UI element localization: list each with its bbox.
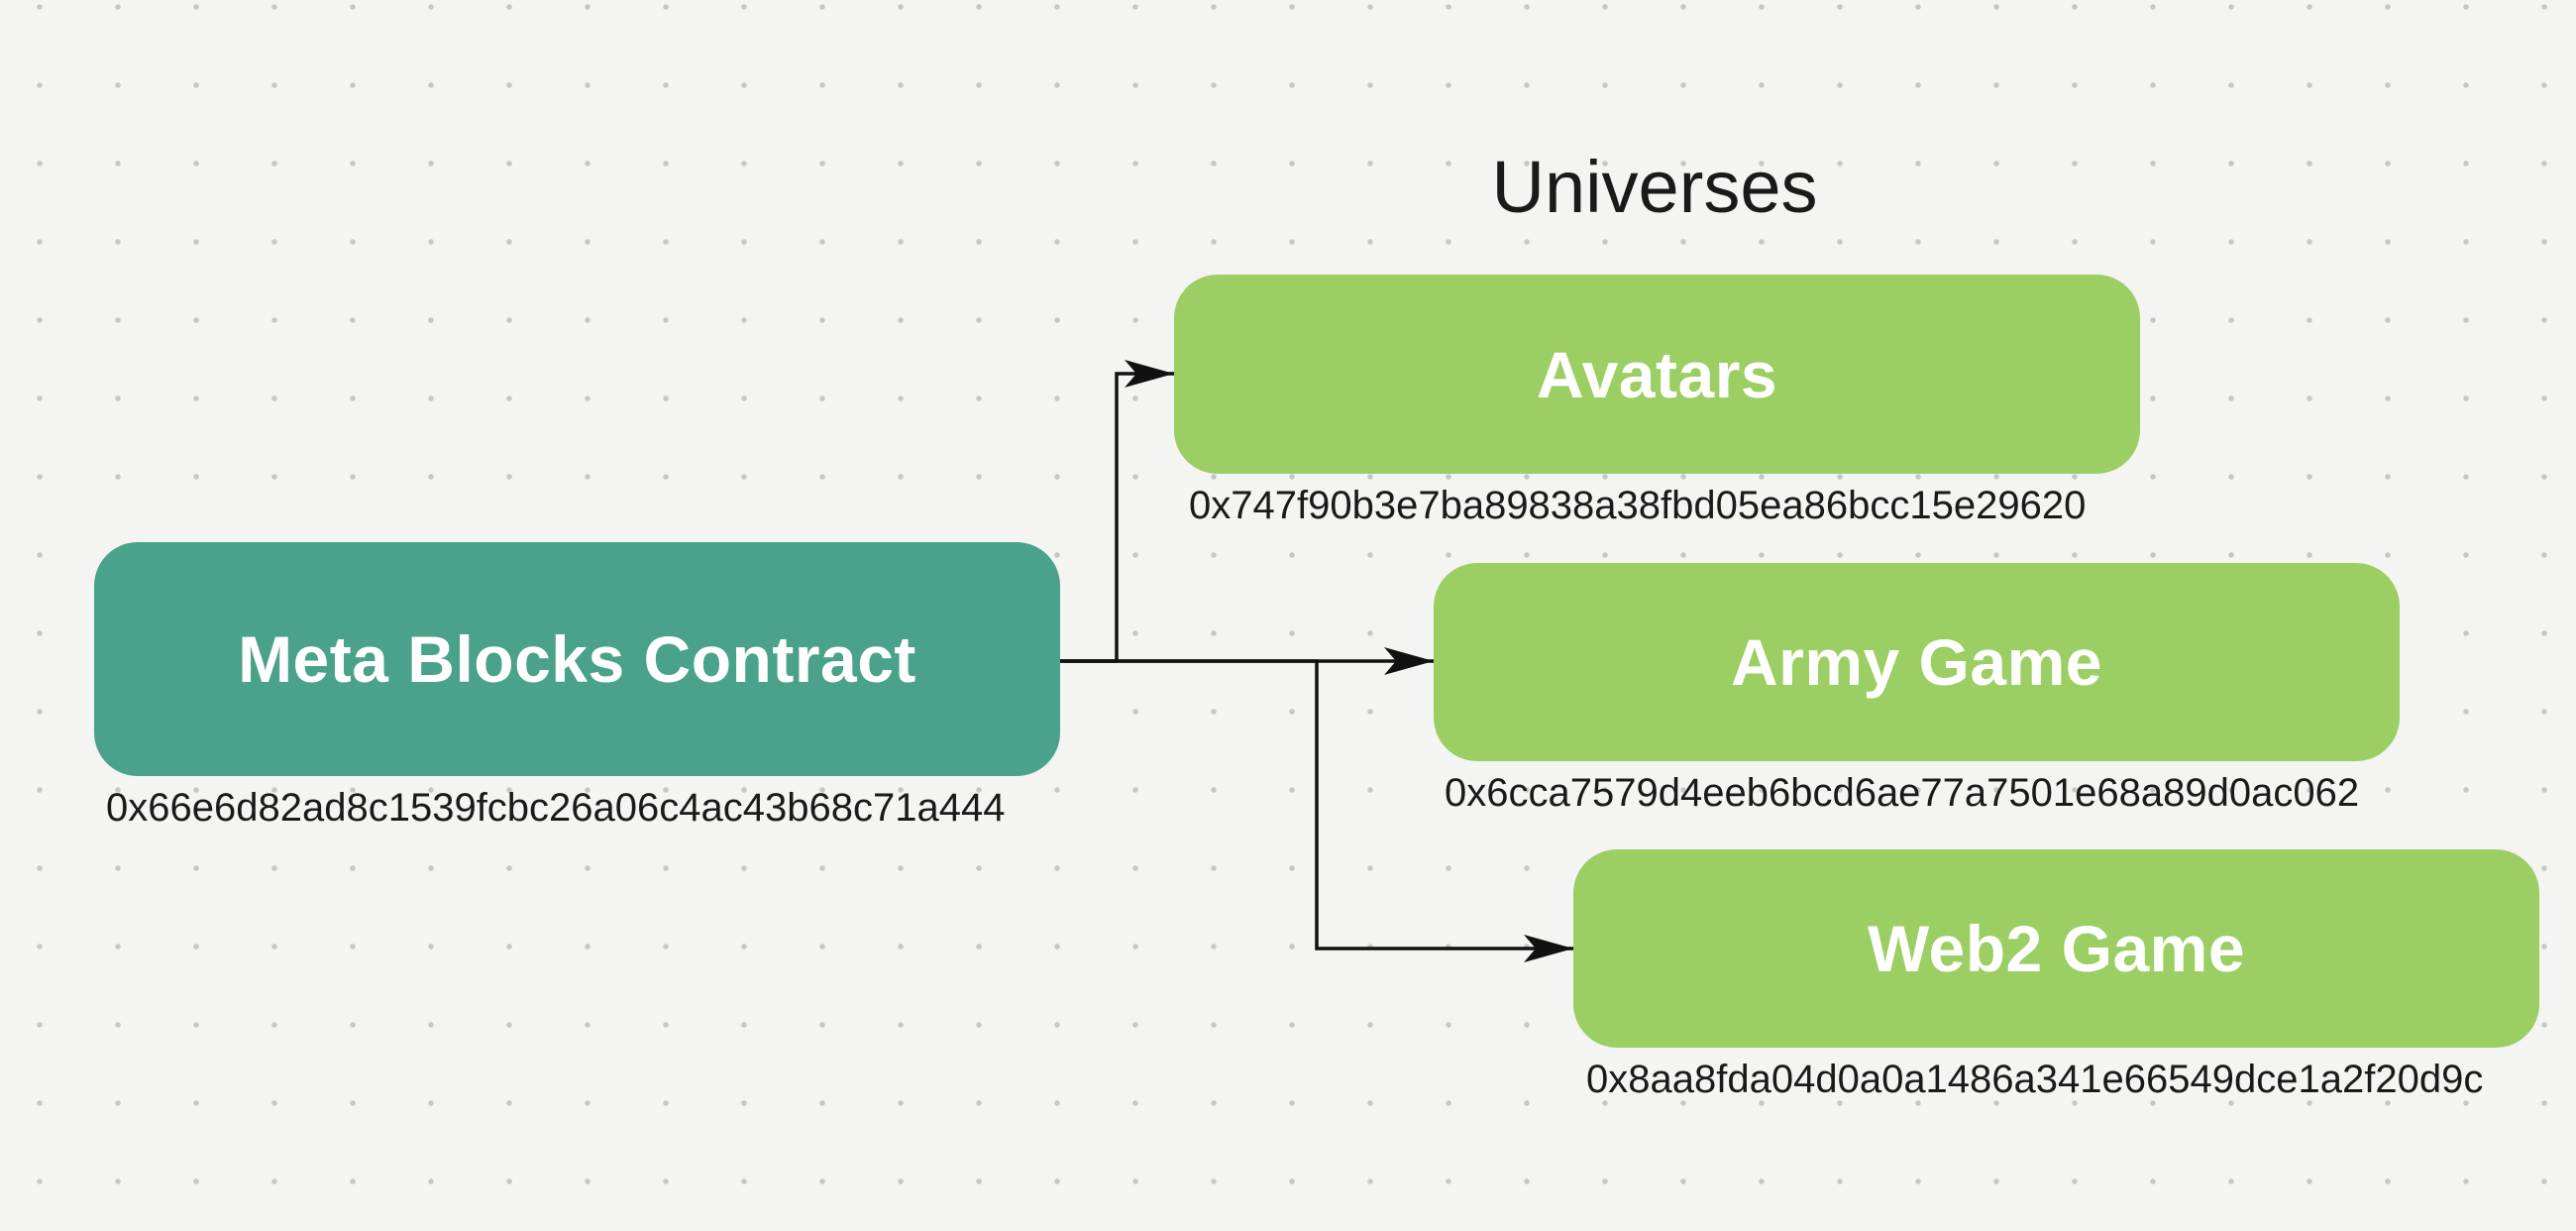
node-army-game: Army Game <box>1434 563 2400 761</box>
node-avatars-address: 0x747f90b3e7ba89838a38fbd05ea86bcc15e296… <box>1189 484 2087 527</box>
node-avatars: Avatars <box>1174 275 2140 474</box>
node-web2-game: Web2 Game <box>1573 849 2539 1048</box>
node-meta-blocks-contract: Meta Blocks Contract <box>94 542 1060 776</box>
node-army-game-address: 0x6cca7579d4eeb6bcd6ae77a7501e68a89d0ac0… <box>1445 771 2360 815</box>
node-meta-blocks-contract-address: 0x66e6d82ad8c1539fcbc26a06c4ac43b68c71a4… <box>106 786 1006 830</box>
node-army-game-label: Army Game <box>1730 625 2102 699</box>
edge-meta-to-web2-game <box>1060 659 1573 962</box>
edge-meta-to-avatars <box>1060 360 1174 663</box>
node-meta-blocks-contract-label: Meta Blocks Contract <box>238 622 916 696</box>
node-web2-game-address: 0x8aa8fda04d0a0a1486a341e66549dce1a2f20d… <box>1586 1058 2484 1101</box>
diagram-title: Universes <box>1491 146 1818 228</box>
node-web2-game-label: Web2 Game <box>1867 912 2246 985</box>
node-avatars-label: Avatars <box>1536 337 1778 411</box>
